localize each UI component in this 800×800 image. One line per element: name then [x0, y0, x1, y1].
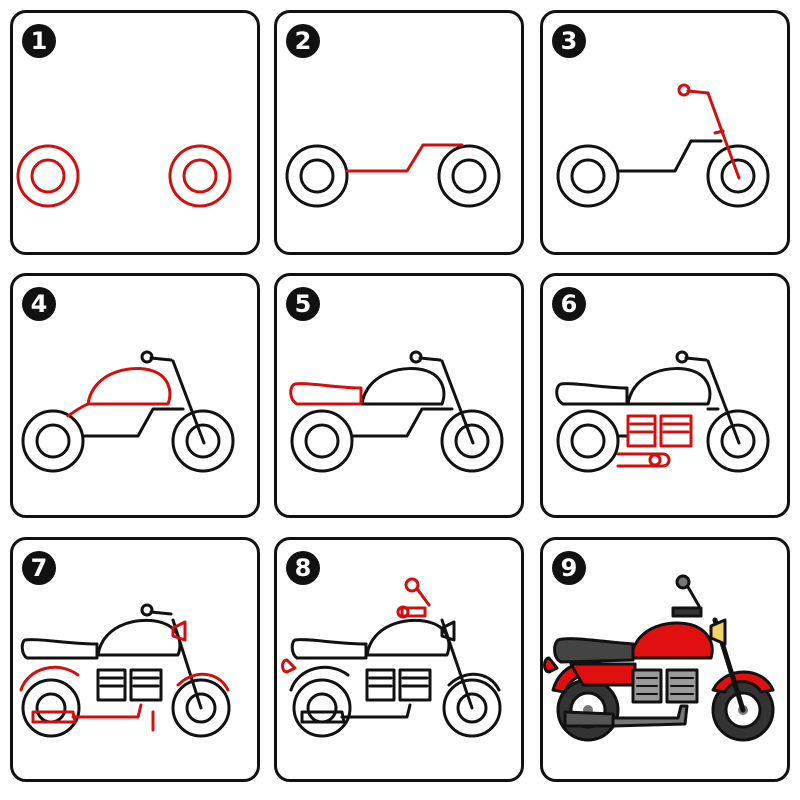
- step-number-badge: 6: [552, 287, 586, 321]
- frame-line: [345, 143, 464, 173]
- step-5-drawing: [289, 350, 504, 473]
- step-number-badge: 1: [22, 24, 56, 58]
- tail-light-outline: [281, 658, 297, 674]
- step-number-badge: 8: [286, 551, 320, 585]
- step-8-panel: 8: [274, 537, 524, 782]
- step-1-panel: 1: [10, 10, 260, 255]
- headlight: [709, 618, 727, 646]
- step-4-drawing: [21, 350, 235, 473]
- step-number-badge: 4: [22, 287, 56, 321]
- headlight-outline: [171, 620, 187, 642]
- tail-light: [543, 656, 559, 674]
- seat: [553, 637, 635, 664]
- mirror: [675, 574, 691, 590]
- mirror-and-grip-outline: [396, 577, 431, 619]
- fuel-tank: [629, 621, 714, 660]
- exhaust-pipe-outline: [31, 703, 143, 724]
- v-twin-engine: [631, 668, 699, 704]
- rear-wheel-outline: [16, 144, 80, 208]
- fork-and-handlebar: [677, 83, 741, 180]
- step-7-panel: 7: [10, 537, 260, 782]
- step-2-panel: 2: [274, 10, 524, 255]
- step-3-drawing: [556, 83, 770, 208]
- step-number-badge: 3: [552, 24, 586, 58]
- step-number-badge: 5: [286, 287, 320, 321]
- step-5-panel: 5: [274, 273, 524, 518]
- step-2-drawing: [285, 143, 501, 208]
- step-7-drawing: [19, 603, 231, 738]
- step-6-panel: 6: [540, 273, 790, 518]
- front-fender-outline: [176, 672, 230, 692]
- front-wheel-outline: [168, 144, 232, 208]
- front-fender: [711, 670, 775, 694]
- side-panel: [569, 662, 637, 687]
- handlebar-grip: [671, 606, 703, 618]
- seat-outline: [289, 382, 363, 406]
- engine-outline: [616, 414, 693, 468]
- step-6-drawing: [555, 350, 770, 473]
- step-number-badge: 2: [286, 24, 320, 58]
- step-9-panel: 9: [540, 537, 790, 782]
- step-4-panel: 4: [10, 273, 260, 518]
- rear-fender-outline: [19, 665, 80, 692]
- step-1-drawing: [16, 144, 232, 208]
- step-3-panel: 3: [540, 10, 790, 255]
- step-number-badge: 7: [22, 551, 56, 585]
- fuel-tank-outline: [86, 367, 172, 406]
- step-8-drawing: [281, 577, 502, 738]
- exhaust-pipe: [563, 710, 617, 728]
- step-9-drawing: [543, 574, 775, 742]
- step-number-badge: 9: [552, 551, 586, 585]
